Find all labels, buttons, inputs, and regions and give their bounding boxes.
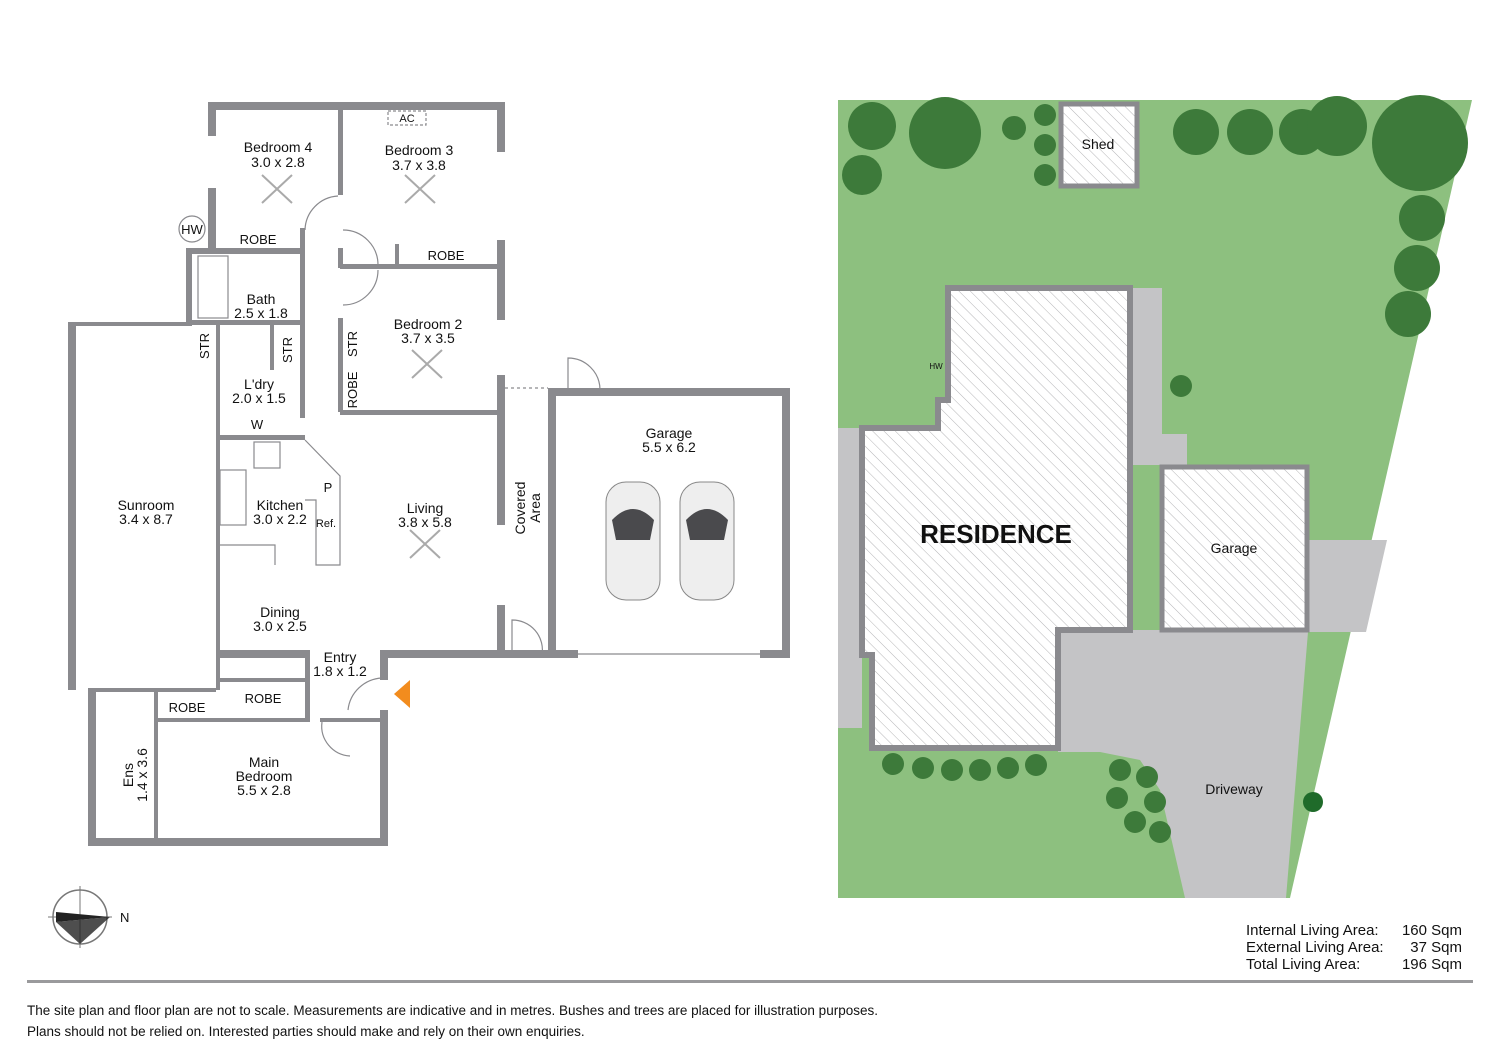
covered-area-label: Area	[527, 493, 543, 523]
shed-footprint	[1058, 101, 1140, 189]
storage-label: STR	[280, 337, 295, 363]
area-label: Internal Living Area:	[1246, 922, 1379, 939]
garage-footprint	[1159, 464, 1310, 633]
robe-label: ROBE	[245, 691, 282, 706]
shed-label: Shed	[1082, 136, 1115, 152]
room-size: 3.7 x 3.8	[392, 157, 446, 173]
divider	[27, 980, 1473, 983]
room-size: 3.8 x 5.8	[398, 514, 452, 530]
residence-footprint	[859, 285, 1133, 751]
room-size: 3.0 x 2.2	[253, 511, 307, 527]
room-name: Main	[249, 754, 279, 770]
room-name: Living	[407, 500, 444, 516]
robe-label: ROBE	[169, 700, 206, 715]
area-row: External Living Area: 37 Sqm	[1246, 939, 1462, 956]
room-size: 2.5 x 1.8	[234, 305, 288, 321]
walls	[68, 102, 790, 846]
disclaimer-line: The site plan and floor plan are not to …	[27, 1003, 878, 1018]
room-name: Bedroom 2	[394, 316, 463, 332]
storage-label: STR	[345, 331, 360, 357]
area-value: 160 Sqm	[1401, 922, 1462, 939]
area-label: External Living Area:	[1246, 939, 1384, 956]
site-plan: RESIDENCE Garage Shed Driveway HW	[838, 95, 1472, 898]
area-value: 196 Sqm	[1401, 956, 1462, 973]
compass: N	[48, 886, 129, 948]
room-name: Dining	[260, 604, 300, 620]
area-label: Total Living Area:	[1246, 956, 1361, 973]
driveway-label: Driveway	[1205, 781, 1263, 797]
room-size: 1.4 x 3.6	[134, 748, 150, 802]
area-value: 37 Sqm	[1410, 939, 1462, 956]
washer-label: W	[251, 417, 264, 432]
covered-area-label: Covered	[512, 482, 528, 535]
living-area-summary: Internal Living Area: 160 Sqm External Li…	[1246, 922, 1462, 973]
room-name: Ens	[120, 763, 136, 787]
room-size: 5.5 x 6.2	[642, 439, 696, 455]
room-size: 3.7 x 3.5	[401, 330, 455, 346]
room-size: 3.0 x 2.5	[253, 618, 307, 634]
tree-icons	[842, 95, 1468, 843]
hot-water-label: HW	[929, 362, 943, 371]
pantry-label: P	[324, 480, 333, 495]
area-row: Internal Living Area: 160 Sqm	[1246, 922, 1462, 939]
car-icons	[605, 481, 735, 601]
ceiling-fan-icons	[261, 174, 443, 559]
side-path	[838, 428, 862, 728]
room-name: Entry	[324, 649, 357, 665]
robe-label: ROBE	[240, 232, 277, 247]
fridge-label: Ref.	[316, 518, 336, 530]
room-size: 3.4 x 8.7	[119, 511, 173, 527]
room-name: Garage	[646, 425, 693, 441]
garage-label: Garage	[1211, 540, 1258, 556]
room-labels: Bedroom 4 3.0 x 2.8 Bedroom 3 3.7 x 3.8 …	[118, 113, 696, 802]
room-size: 1.8 x 1.2	[313, 663, 367, 679]
room-size: 2.0 x 1.5	[232, 390, 286, 406]
room-name: Kitchen	[257, 497, 304, 513]
north-label: N	[120, 910, 129, 925]
floor-plan: Bedroom 4 3.0 x 2.8 Bedroom 3 3.7 x 3.8 …	[48, 102, 790, 948]
robe-label: ROBE	[428, 248, 465, 263]
room-name: L'dry	[244, 376, 274, 392]
hot-water-label: HW	[181, 222, 203, 237]
room-name: Bedroom 3	[385, 142, 454, 158]
ac-label: AC	[399, 113, 414, 125]
disclaimer-line: Plans should not be relied on. Intereste…	[27, 1024, 585, 1039]
room-name: Sunroom	[118, 497, 175, 513]
side-path	[1130, 288, 1187, 465]
room-name: Bath	[247, 291, 276, 307]
room-size: 3.0 x 2.8	[251, 154, 305, 170]
room-name: Bedroom	[236, 768, 293, 784]
area-row: Total Living Area: 196 Sqm	[1246, 956, 1462, 973]
room-size: 5.5 x 2.8	[237, 782, 291, 798]
storage-label: STR	[197, 333, 212, 359]
disclaimer: The site plan and floor plan are not to …	[27, 1000, 878, 1042]
robe-label: ROBE	[345, 371, 360, 408]
entry-arrow-icon	[394, 680, 410, 708]
driveway	[1058, 540, 1387, 898]
room-name: Bedroom 4	[244, 139, 313, 155]
residence-label: RESIDENCE	[920, 519, 1072, 549]
